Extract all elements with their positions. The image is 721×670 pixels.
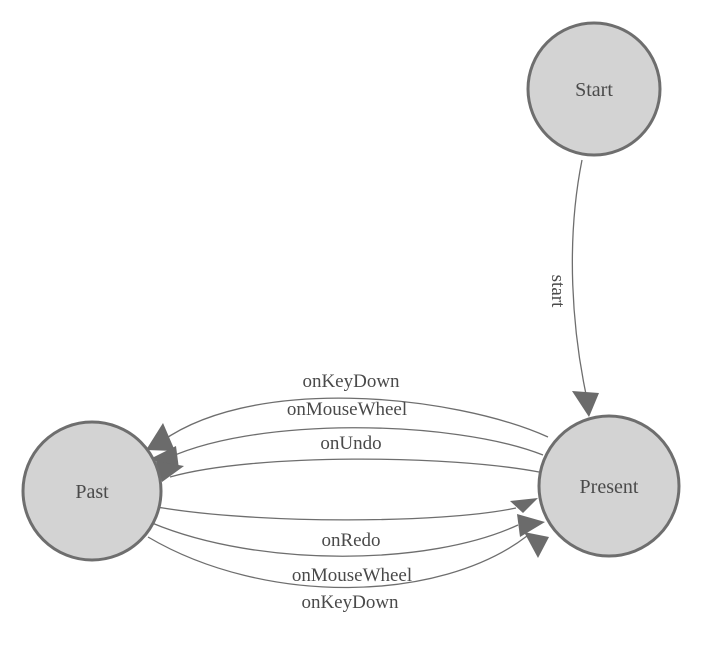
edge-present-to-past-onkeydown: onKeyDown: [146, 371, 549, 451]
node-label-present: Present: [580, 476, 639, 498]
state-node-present: Present: [537, 414, 681, 558]
state-node-start: Start: [526, 21, 662, 157]
state-node-start-circle: [526, 21, 662, 157]
edge-label-onundo: onUndo: [320, 433, 381, 454]
edge-start-to-present-path: [571, 159, 590, 409]
edge-label-onmousewheel-bottom: onMouseWheel: [292, 565, 412, 586]
edge-path: [169, 458, 540, 478]
arrowhead-icon: [517, 514, 545, 537]
node-label-start: Start: [575, 79, 613, 101]
edge-label-start: start: [547, 275, 568, 308]
edge-past-to-present-onmousewheel: onMouseWheel: [151, 514, 545, 586]
edge-path: [159, 427, 544, 463]
edge-label-onkeydown-top: onKeyDown: [302, 371, 400, 392]
edge-path: [151, 522, 519, 557]
arrowhead-icon: [146, 423, 175, 451]
state-node-past: Past: [21, 420, 163, 562]
edge-path: [156, 506, 517, 521]
state-node-present-circle: [537, 414, 681, 558]
edge-path: [147, 535, 528, 589]
arrowhead-icon: [150, 446, 179, 469]
node-label-past: Past: [75, 481, 109, 503]
edge-label-onmousewheel-top: onMouseWheel: [287, 399, 407, 420]
edge-past-to-present-onredo: onRedo: [156, 498, 538, 551]
edge-present-to-past-onmousewheel: onMouseWheel: [150, 399, 544, 469]
state-node-past-circle: [21, 420, 163, 562]
arrowhead-icon: [510, 498, 538, 513]
arrowhead-icon: [572, 391, 599, 417]
edge-label-onkeydown-bottom: onKeyDown: [301, 592, 399, 613]
edge-past-to-present-onkeydown: onKeyDown: [147, 532, 549, 613]
arrowhead-icon: [524, 532, 549, 558]
edge-present-to-past-onundo: onUndo: [156, 433, 540, 482]
edge-label-onredo: onRedo: [321, 530, 380, 551]
edge-start-to-present: start: [547, 159, 599, 417]
edge-path: [152, 397, 549, 449]
arrowhead-icon: [156, 461, 184, 482]
